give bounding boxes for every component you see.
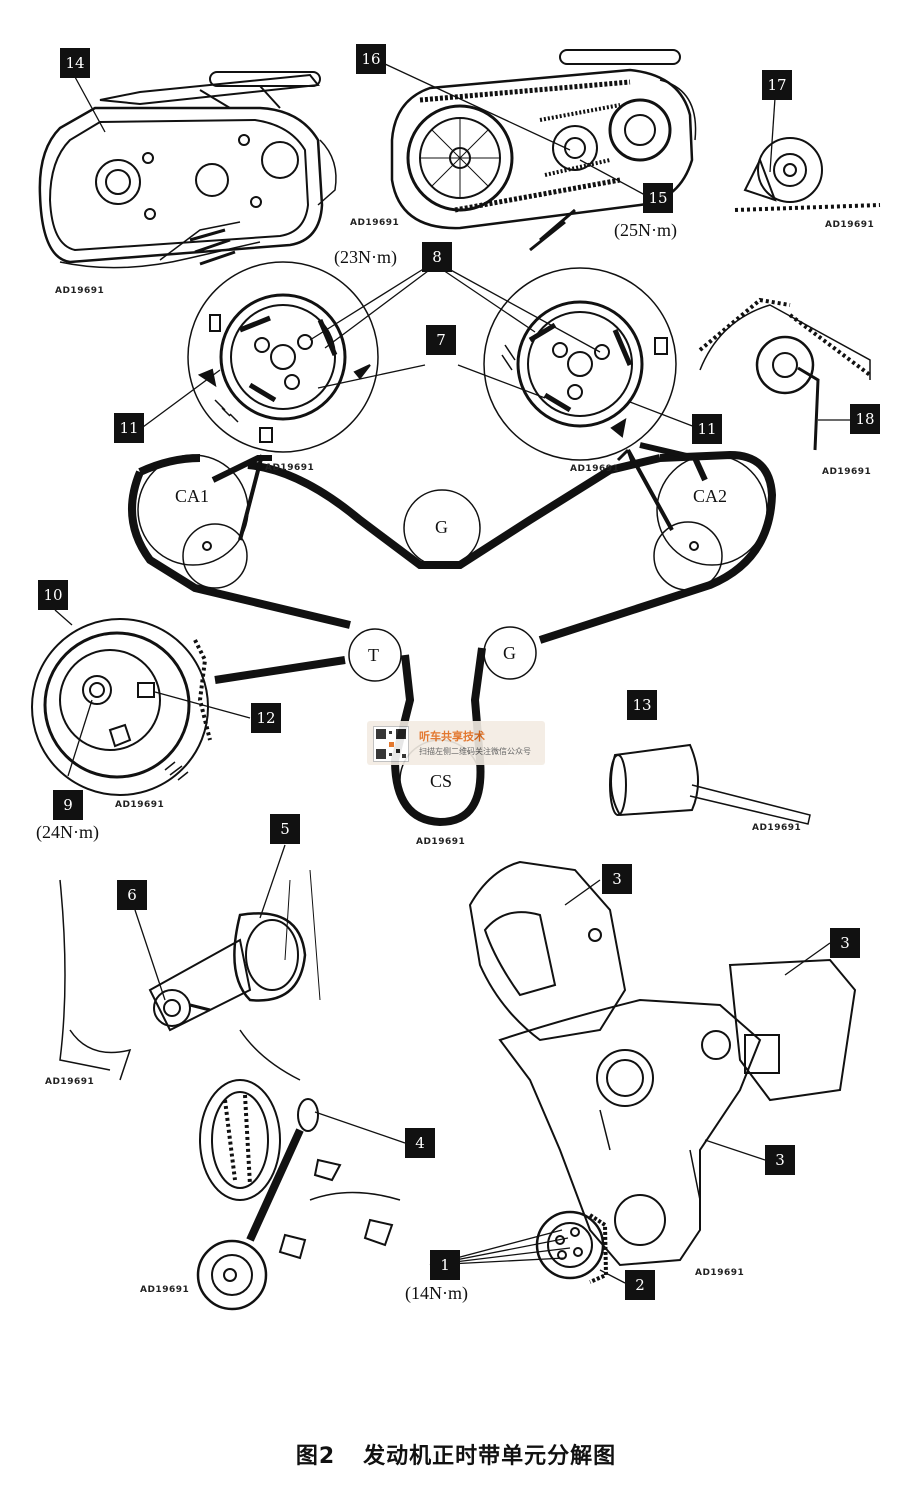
callout-3-right: 3 — [830, 928, 860, 958]
callout-8: 8 — [422, 242, 452, 272]
torque-label-1: (14N·m) — [405, 1283, 468, 1303]
callout-16: 16 — [356, 44, 386, 74]
drawing-code: AD19691 — [350, 218, 400, 228]
pulley-label-cs: CS — [430, 771, 452, 791]
callout-1: 1 — [430, 1250, 460, 1280]
callout-9: 9 — [53, 790, 83, 820]
callout-5: 5 — [270, 814, 300, 844]
callout-4: 4 — [405, 1128, 435, 1158]
pulley-label-g-top: G — [435, 517, 448, 537]
callout-12: 12 — [251, 703, 281, 733]
figure-caption: 图2 发动机正时带单元分解图 — [0, 1438, 912, 1470]
callout-10: 10 — [38, 580, 68, 610]
belt-routing — [128, 442, 777, 827]
cam-pulley-detail-right — [483, 267, 677, 461]
drawing-code: AD19691 — [115, 800, 165, 810]
tensioner-mount-view — [59, 869, 321, 1081]
drawing-code: AD19691 — [825, 220, 875, 230]
drawing-code: AD19691 — [752, 823, 802, 833]
crankshaft-area-view — [196, 1029, 401, 1311]
callout-2: 2 — [625, 1270, 655, 1300]
pulley-label-t: T — [368, 645, 379, 665]
callout-17: 17 — [762, 70, 792, 100]
pulley-label-ca2: CA2 — [693, 486, 727, 506]
tensioner-detail — [31, 618, 212, 796]
callout-18: 18 — [850, 404, 880, 434]
locking-tool — [609, 743, 811, 825]
drawing-code: AD19691 — [570, 464, 620, 474]
drawing-code: AD19691 — [822, 467, 872, 477]
cam-pulley-detail-left — [187, 261, 379, 453]
callout-3-top: 3 — [602, 864, 632, 894]
figure-number: 图2 — [295, 1444, 336, 1469]
torque-label-15: (25N·m) — [614, 220, 677, 240]
idler-detail-18 — [698, 297, 872, 451]
drawing-code: AD19691 — [55, 286, 105, 296]
watermark-title: 听车共享技术 — [419, 730, 485, 743]
callout-13: 13 — [627, 690, 657, 720]
tensioner-detail-17 — [734, 137, 881, 212]
watermark-subtitle: 扫描左侧二维码关注微信公众号 — [419, 747, 531, 756]
drawing-code: AD19691 — [45, 1077, 95, 1087]
callout-14: 14 — [60, 48, 90, 78]
watermark-badge: 听车共享技术 扫描左侧二维码关注微信公众号 — [367, 721, 545, 765]
leader-lines — [54, 63, 852, 1284]
callout-7: 7 — [426, 325, 456, 355]
drawing-code: AD19691 — [265, 463, 315, 473]
callout-6: 6 — [117, 880, 147, 910]
callout-15: 15 — [643, 183, 673, 213]
qr-code-icon — [373, 726, 409, 762]
callout-3-lower: 3 — [765, 1145, 795, 1175]
pulley-label-ca1: CA1 — [175, 486, 209, 506]
drawing-code: AD19691 — [695, 1268, 745, 1278]
drawing-code: AD19691 — [416, 837, 466, 847]
drawing-code: AD19691 — [140, 1285, 190, 1295]
pulley-label-g-low: G — [503, 643, 516, 663]
torque-label-8: (23N·m) — [334, 247, 397, 267]
figure-title: 发动机正时带单元分解图 — [363, 1444, 617, 1469]
torque-label-9: (24N·m) — [36, 822, 99, 842]
timing-cover-assembly — [38, 71, 337, 269]
timing-cover-parts — [468, 860, 857, 1284]
callout-11-left: 11 — [114, 413, 144, 443]
callout-11-right: 11 — [692, 414, 722, 444]
